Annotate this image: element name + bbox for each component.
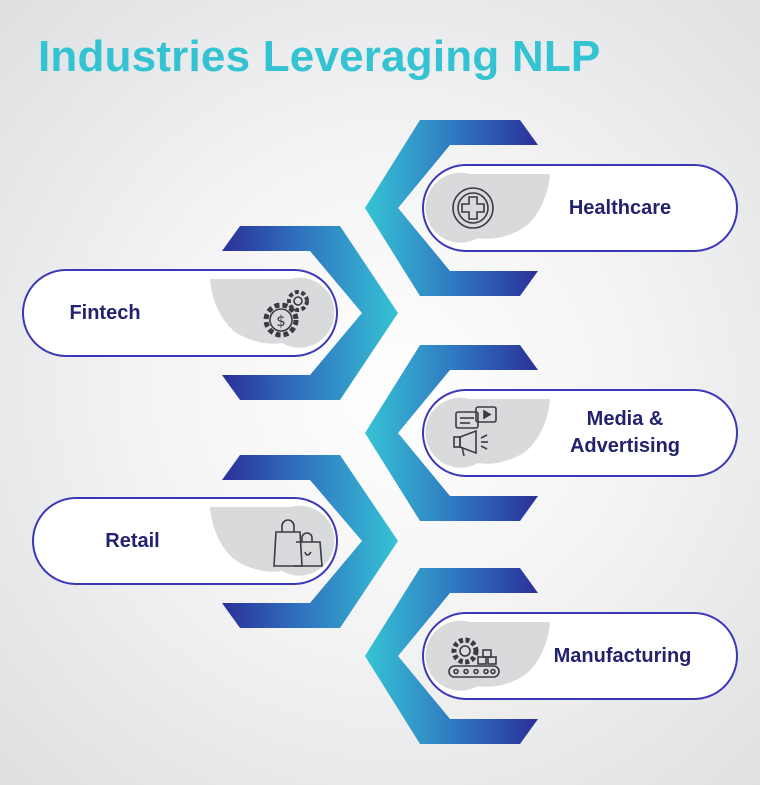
manufacturing-hexagon — [365, 568, 538, 744]
retail-label: Retail — [105, 529, 160, 552]
medical-cross-icon — [452, 187, 494, 229]
factory-conveyor-icon — [448, 637, 500, 678]
media-hexagon — [365, 345, 538, 521]
svg-text:$: $ — [276, 312, 286, 330]
healthcare-label: Healthcare — [568, 196, 672, 219]
media-megaphone-icon — [453, 406, 497, 457]
healthcare-hexagon — [365, 120, 538, 296]
fintech-label: Fintech — [69, 301, 141, 324]
retail-card — [32, 497, 338, 585]
manufacturing-label: Manufacturing — [553, 644, 692, 667]
fintech-hexagon — [222, 226, 398, 400]
retail-hexagon — [222, 455, 398, 628]
page-title: Industries Leveraging NLP — [38, 32, 601, 81]
healthcare-card — [422, 164, 738, 252]
fintech-card: $ — [22, 269, 338, 357]
media-label: Media & Advertising — [569, 408, 681, 457]
finance-gears-icon: $ — [263, 290, 309, 338]
media-card — [422, 389, 738, 477]
retail-icon-drop — [210, 505, 335, 576]
shopping-bags-icon — [273, 519, 323, 567]
manufacturing-card — [422, 612, 738, 700]
